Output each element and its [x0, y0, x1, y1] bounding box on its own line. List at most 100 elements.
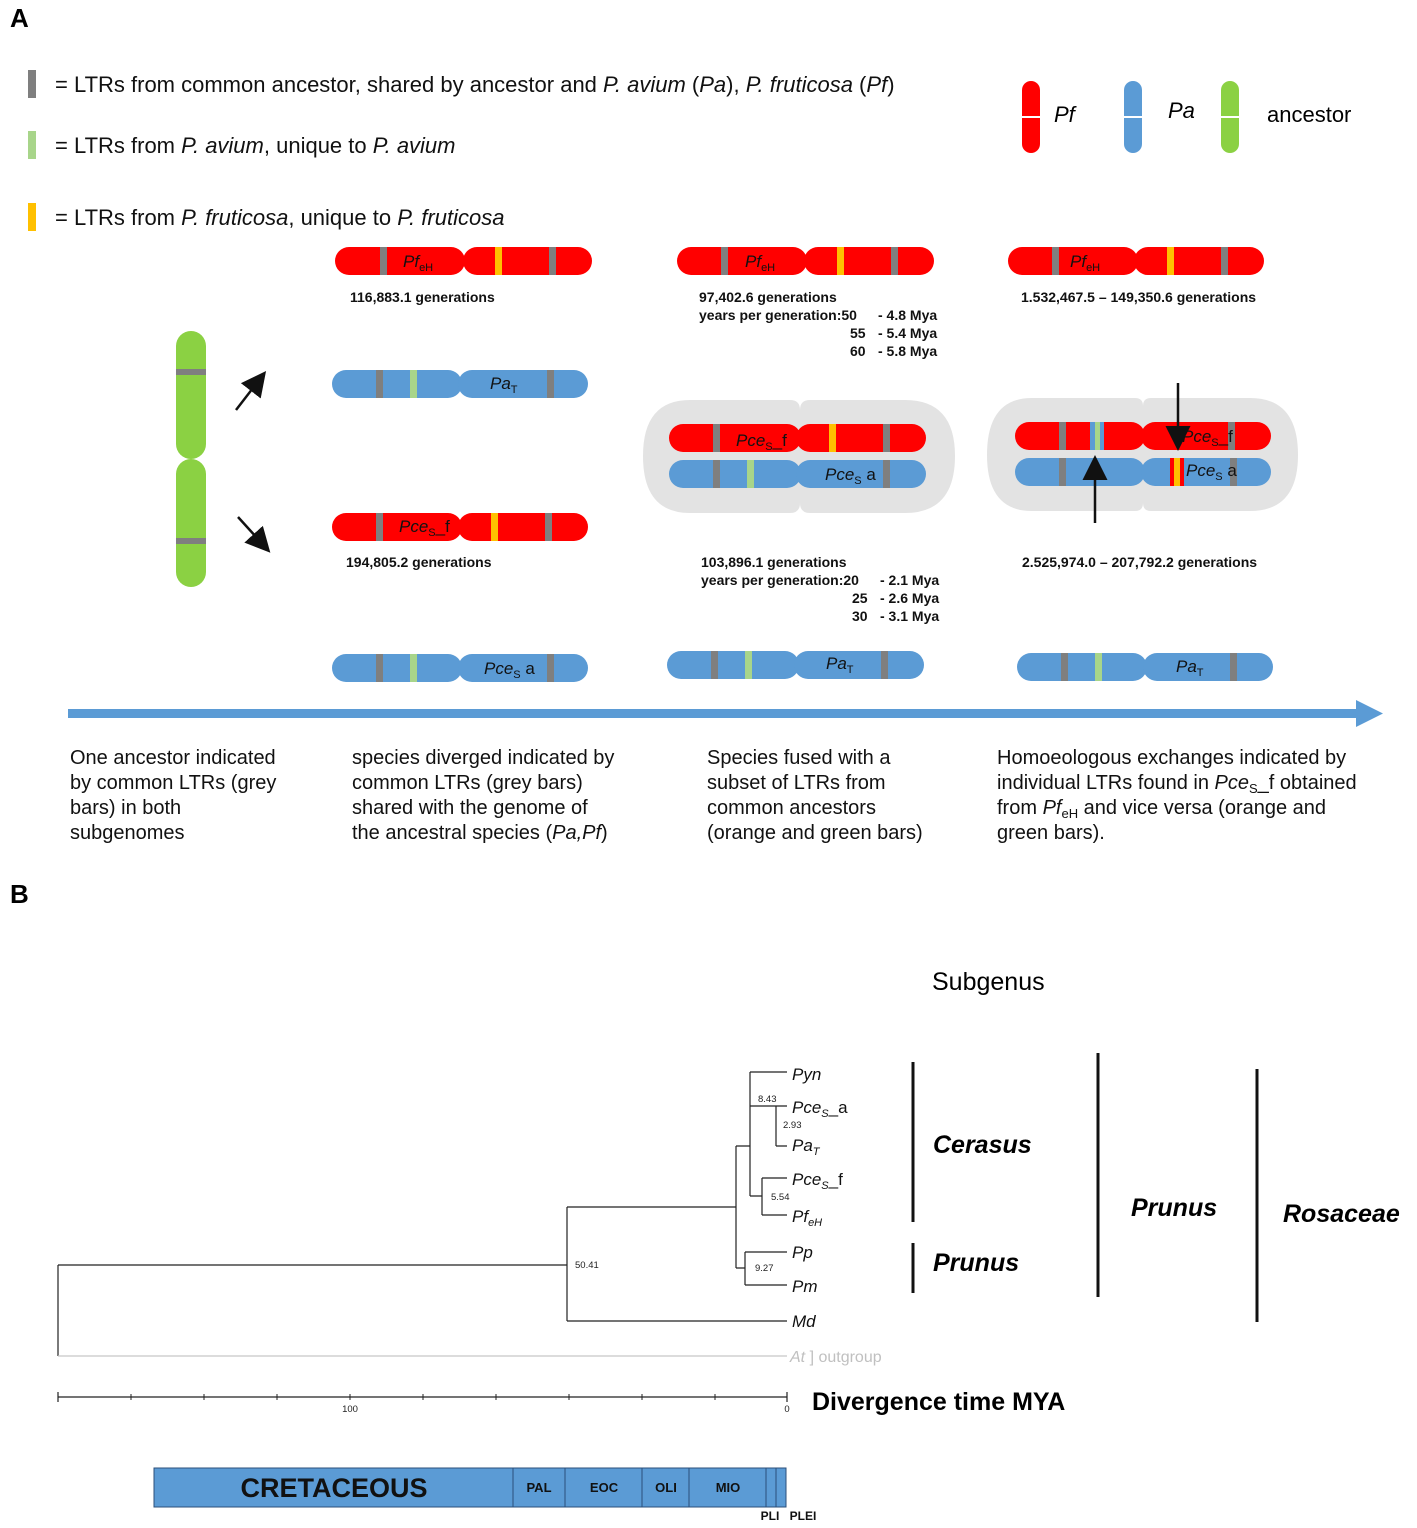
taxon-pa: PaT	[792, 1136, 821, 1158]
stage2-pa-chromosome: PaT	[667, 651, 924, 679]
svg-text:years per generation:50: years per generation:50	[699, 307, 857, 323]
taxon-pm: Pm	[792, 1277, 818, 1296]
svg-text:- 2.6 Mya: - 2.6 Mya	[880, 590, 939, 606]
ltr-legend: = LTRs from common ancestor, shared by a…	[28, 70, 895, 231]
node-label: 9.27	[755, 1263, 774, 1274]
panel-b-letter: B	[10, 879, 29, 909]
era-eocene: EOC	[590, 1480, 619, 1495]
stage3-exchange-pair: PceS_f PceS a	[987, 398, 1298, 511]
taxon-pces-f: PceS_f	[792, 1170, 843, 1192]
subgenus-title: Subgenus	[932, 968, 1045, 996]
svg-text:55: 55	[850, 325, 866, 341]
grey-ltr-swatch	[28, 70, 36, 98]
caption-fusion: Species fused with a subset of LTRs from…	[707, 747, 923, 844]
caption-divergence: species diverged indicated by common LTR…	[352, 747, 614, 844]
node-label: 5.54	[771, 1192, 790, 1203]
svg-text:individual LTRs found in PceS_: individual LTRs found in PceS_f obtained	[997, 772, 1357, 796]
grey-ltr	[176, 538, 206, 544]
orange-ltr-swatch	[28, 203, 36, 231]
clade-bars	[911, 1053, 1259, 1322]
axis-tick-label: 100	[342, 1404, 358, 1415]
pf-key-label: Pf	[1054, 102, 1078, 127]
stage2-top-generations: 97,402.6 generations years per generatio…	[699, 289, 937, 359]
svg-text:PaT: PaT	[1176, 657, 1204, 679]
group-prunus-genus: Prunus	[1131, 1194, 1217, 1222]
stage2-pf-chromosome: PfeH	[677, 247, 934, 275]
era-pleistocene: PLEI	[790, 1509, 817, 1523]
ancestor-key-label: ancestor	[1267, 102, 1351, 127]
svg-text:PceS_f: PceS_f	[399, 517, 450, 539]
divergence-arrow-down	[237, 516, 271, 553]
taxon-pces-a: PceS_a	[792, 1098, 848, 1120]
svg-text:PceS_f: PceS_f	[1182, 427, 1233, 449]
stage1-bottom-generations: 194,805.2 generations	[346, 554, 492, 570]
taxon-pyn: Pyn	[792, 1065, 821, 1084]
svg-text:from PfeH and vice versa (oran: from PfeH and vice versa (orange and	[997, 797, 1326, 821]
svg-text:97,402.6 generations: 97,402.6 generations	[699, 289, 837, 305]
stage1-top-generations: 116,883.1 generations	[350, 289, 495, 305]
axis-title: Divergence time MYA	[812, 1388, 1065, 1416]
stage2-bottom-generations: 103,896.1 generations years per generati…	[701, 554, 939, 624]
stage1-pce-f-chromosome: PceS_f	[332, 513, 588, 541]
group-cerasus: Cerasus	[933, 1131, 1032, 1159]
stage1-pf-chromosome: PfeH	[335, 247, 592, 275]
svg-text:PceS_f: PceS_f	[736, 431, 787, 453]
svg-text:103,896.1 generations: 103,896.1 generations	[701, 554, 847, 570]
svg-text:PfeH: PfeH	[1070, 252, 1100, 274]
svg-text:PceS a: PceS a	[825, 465, 876, 487]
divergence-arrow-up	[235, 371, 267, 411]
svg-text:25: 25	[852, 590, 868, 606]
svg-text:- 4.8 Mya: - 4.8 Mya	[878, 307, 937, 323]
ancestor-chromosome	[176, 331, 206, 587]
group-rosaceae: Rosaceae	[1283, 1200, 1400, 1228]
svg-text:30: 30	[852, 608, 868, 624]
svg-text:60: 60	[850, 343, 866, 359]
stage3-top-generations: 1.532,467.5 – 149,350.6 generations	[1021, 289, 1256, 305]
svg-text:- 5.8 Mya: - 5.8 Mya	[878, 343, 937, 359]
svg-text:One ancestor indicated: One ancestor indicated	[70, 747, 276, 769]
legend-green-text: = LTRs from P. avium, unique to P. avium	[55, 133, 456, 158]
legend-grey-text: = LTRs from common ancestor, shared by a…	[55, 72, 895, 97]
svg-text:green bars).: green bars).	[997, 822, 1105, 844]
svg-text:- 2.1 Mya: - 2.1 Mya	[880, 572, 939, 588]
panel-a-letter: A	[10, 3, 29, 33]
era-pliocene: PLI	[761, 1509, 780, 1523]
phylogenetic-tree	[57, 1071, 787, 1357]
node-label: 50.41	[575, 1260, 599, 1271]
svg-text:Species fused with a: Species fused with a	[707, 747, 891, 769]
chromosome-key: Pf Pa ancestor	[1022, 81, 1351, 153]
era-cretaceous: CRETACEOUS	[240, 1473, 427, 1503]
group-prunus-subgenus: Prunus	[933, 1249, 1019, 1277]
svg-text:PceS a: PceS a	[1186, 461, 1237, 483]
caption-exchange: Homoeologous exchanges indicated by indi…	[997, 747, 1357, 844]
stage1-pce-a-chromosome: PceS a	[332, 654, 588, 682]
stage2-fused-pair: PceS_f PceS a	[643, 400, 955, 513]
svg-text:bars) in both: bars) in both	[70, 797, 181, 819]
grey-ltr	[176, 369, 206, 375]
svg-text:species diverged indicated by: species diverged indicated by	[352, 747, 614, 769]
node-label: 2.93	[783, 1120, 802, 1131]
node-label: 8.43	[758, 1094, 777, 1105]
svg-text:PfeH: PfeH	[745, 252, 775, 274]
stage3-pf-chromosome: PfeH	[1008, 247, 1264, 275]
green-ltr-swatch	[28, 131, 36, 159]
svg-text:- 3.1 Mya: - 3.1 Mya	[880, 608, 939, 624]
timeline-arrow	[68, 700, 1383, 727]
svg-text:years per generation:20: years per generation:20	[701, 572, 859, 588]
svg-text:common LTRs (grey bars): common LTRs (grey bars)	[352, 772, 583, 794]
era-miocene: MIO	[716, 1480, 741, 1495]
geologic-era-bar	[153, 1467, 787, 1508]
svg-text:Homoeologous exchanges indicat: Homoeologous exchanges indicated by	[997, 747, 1346, 769]
svg-text:PaT: PaT	[826, 654, 854, 676]
svg-text:PceS a: PceS a	[484, 659, 535, 681]
legend-orange-text: = LTRs from P. fruticosa, unique to P. f…	[55, 205, 504, 230]
taxon-pf: PfeH	[792, 1207, 822, 1229]
svg-text:the ancestral species (Pa,Pf): the ancestral species (Pa,Pf)	[352, 822, 608, 844]
caption-ancestor: One ancestor indicated by common LTRs (g…	[70, 747, 276, 844]
svg-text:subgenomes: subgenomes	[70, 822, 185, 844]
pa-key-label: Pa	[1168, 98, 1195, 123]
era-paleocene: PAL	[526, 1480, 551, 1495]
svg-text:subset of LTRs from: subset of LTRs from	[707, 772, 886, 794]
taxon-outgroup: At ] outgroup	[789, 1349, 882, 1366]
